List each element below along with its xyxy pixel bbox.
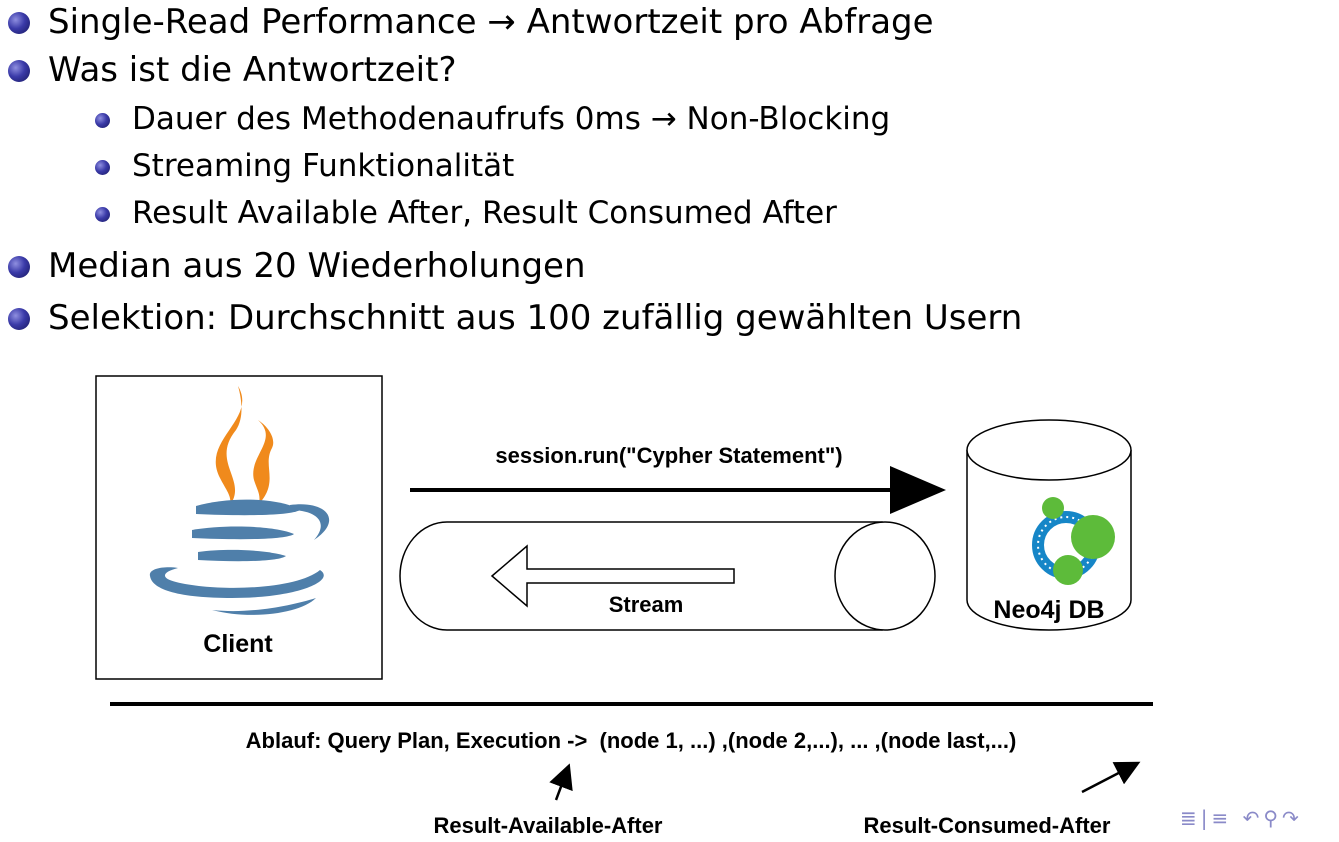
db-label: Neo4j DB bbox=[993, 596, 1104, 624]
sub-bullet-text: Result Available After, Result Consumed … bbox=[132, 195, 837, 231]
neo4j-db: Neo4j DB bbox=[966, 419, 1132, 631]
sub-bullet-text: Streaming Funktionalität bbox=[132, 148, 515, 184]
bullet-text: Selektion: Durchschnitt aus 100 zufällig… bbox=[48, 298, 1023, 338]
bullet-dot-icon bbox=[8, 256, 30, 278]
stream-arrow-icon bbox=[490, 544, 735, 608]
bullet-text: Single-Read Performance → Antwortzeit pr… bbox=[48, 2, 934, 42]
sub-bullet-text: Dauer des Methodenaufrufs 0ms → Non-Bloc… bbox=[132, 101, 891, 137]
bullet-dot-icon bbox=[8, 308, 30, 330]
redo-icon[interactable]: ↷ bbox=[1282, 806, 1303, 830]
stream-pipe: Stream bbox=[399, 521, 936, 631]
request-label: session.run("Cypher Statement") bbox=[495, 443, 842, 468]
sub-bullet-dot-icon bbox=[95, 207, 110, 222]
client-label: Client bbox=[203, 630, 273, 658]
undo-icon[interactable]: ↶ bbox=[1242, 806, 1264, 830]
navigation-controls: ≣|≡ ↶⚲↷ bbox=[1180, 806, 1303, 830]
request-arrow: session.run("Cypher Statement") bbox=[410, 443, 946, 514]
timeline: Ablauf: Query Plan, Execution -> (node 1… bbox=[110, 702, 1153, 838]
sub-bullet-dot-icon bbox=[95, 160, 110, 175]
sub-bullet-dot-icon bbox=[95, 113, 110, 128]
consumed-label: Result-Consumed-After bbox=[864, 813, 1111, 838]
bullet-dot-icon bbox=[8, 12, 30, 34]
section-nav-icon[interactable]: ≣|≡ bbox=[1180, 806, 1233, 830]
stream-label: Stream bbox=[609, 592, 684, 617]
client-box: Client bbox=[95, 375, 383, 680]
neo4j-logo-icon bbox=[1032, 497, 1115, 585]
sequence-text: Ablauf: Query Plan, Execution -> (node 1… bbox=[246, 728, 1017, 753]
bullet-text: Median aus 20 Wiederholungen bbox=[48, 246, 586, 286]
search-icon[interactable]: ⚲ bbox=[1263, 806, 1283, 830]
consumed-pointer-icon bbox=[1081, 761, 1141, 794]
bullet-dot-icon bbox=[8, 60, 30, 82]
available-pointer-icon bbox=[549, 763, 573, 801]
bullet-text: Was ist die Antwortzeit? bbox=[48, 50, 457, 90]
available-label: Result-Available-After bbox=[433, 813, 662, 838]
java-logo-icon bbox=[149, 386, 330, 615]
